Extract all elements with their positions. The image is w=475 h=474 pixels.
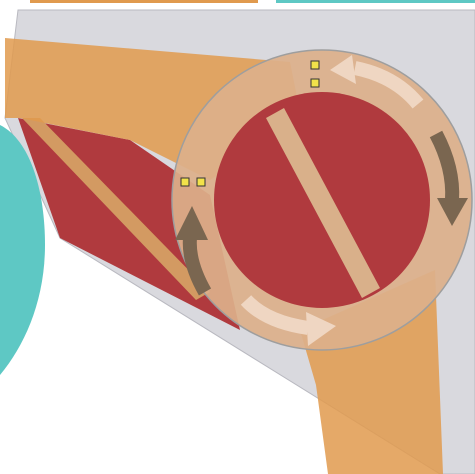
handle-left-1[interactable] <box>181 178 189 186</box>
handle-top-1[interactable] <box>311 61 319 69</box>
handle-top-2[interactable] <box>311 79 319 87</box>
handle-left-2[interactable] <box>197 178 205 186</box>
